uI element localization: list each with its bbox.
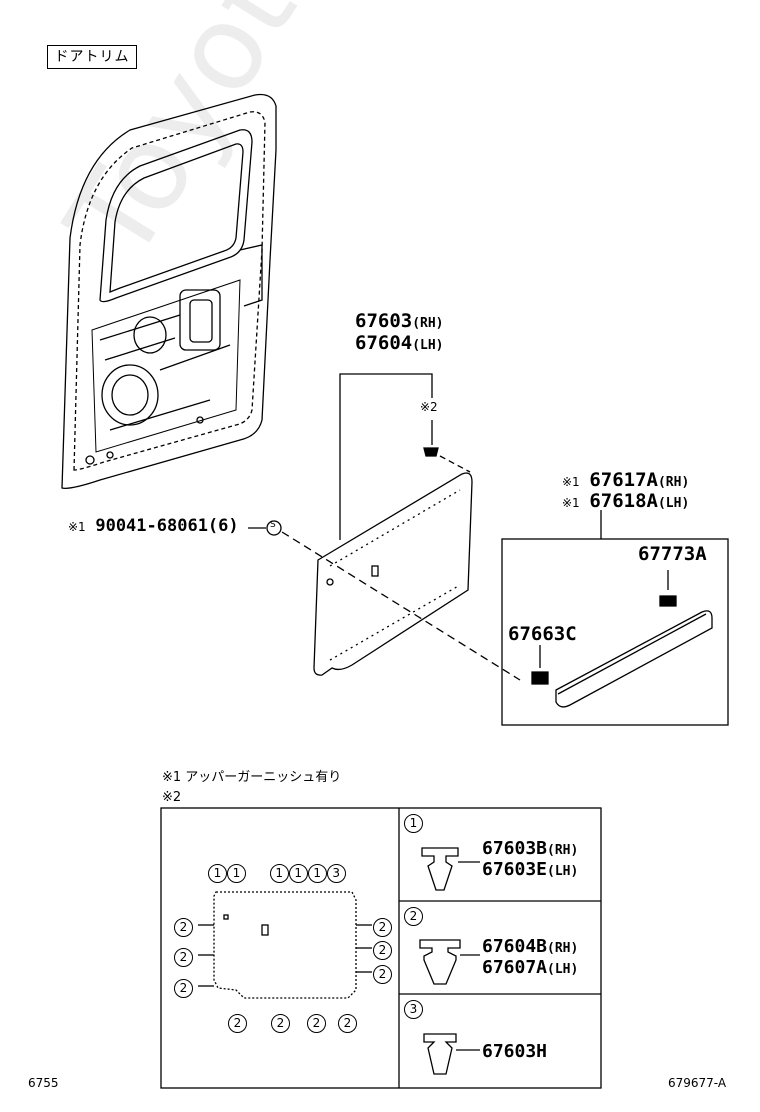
- door-window: [99, 129, 253, 303]
- door-frame: [61, 93, 277, 489]
- callout: 1: [227, 864, 246, 883]
- right-callout: 2: [373, 916, 392, 937]
- legend-part-1-lh: 67603E(LH): [482, 859, 579, 880]
- legend-num-3: 3: [404, 998, 423, 1019]
- screw-symbol: S: [270, 520, 276, 530]
- legend-part-3: 67603H: [482, 1041, 548, 1062]
- bottom-callout: 2: [307, 1012, 326, 1033]
- bottom-callout: 2: [228, 1012, 247, 1033]
- garnish-part-rh: ※1 67617A(RH): [562, 469, 690, 491]
- legend-num-2: 2: [404, 905, 423, 926]
- clip-icon-2: [419, 939, 461, 985]
- screw-label: ※1 90041-68061(6): [68, 516, 239, 536]
- footer-page-code: 6755: [28, 1076, 59, 1090]
- bottom-callout: 2: [338, 1012, 357, 1033]
- garnish-part-lh: ※1 67618A(LH): [562, 490, 690, 512]
- right-callout: 2: [373, 963, 392, 984]
- left-callout: 2: [174, 916, 193, 937]
- trim-board: [313, 472, 473, 676]
- trim-part-rh: 67603(RH): [355, 310, 444, 332]
- note-upper-garnish: ※1 アッパーガーニッシュ有り: [162, 770, 342, 785]
- footer-figure-code: 679677-A: [668, 1076, 727, 1090]
- legend-part-1-rh: 67603B(RH): [482, 838, 579, 859]
- clip-icon-3: [423, 1033, 457, 1075]
- clip-c-label: 67663C: [508, 623, 577, 645]
- callout: 1: [208, 864, 227, 883]
- legend-part-2-lh: 67607A(LH): [482, 957, 579, 978]
- left-callout: 2: [174, 946, 193, 967]
- trim-part-lh: 67604(LH): [355, 332, 444, 354]
- legend-part-2-rh: 67604B(RH): [482, 936, 579, 957]
- callout: 1: [307, 864, 327, 883]
- clip-a-label: 67773A: [638, 543, 707, 565]
- left-callout: 2: [174, 977, 193, 998]
- clip-icon-1: [421, 847, 459, 891]
- clip-ref-mark: ※2: [420, 400, 438, 414]
- garnish-bar: [555, 610, 713, 708]
- legend-table: [160, 807, 602, 1089]
- mini-board: [213, 891, 357, 999]
- bottom-callout: 2: [271, 1012, 290, 1033]
- garnish-box: [501, 538, 729, 726]
- callout: 1: [269, 864, 289, 883]
- callout: 3: [326, 864, 346, 883]
- right-callout: 2: [373, 939, 392, 960]
- section-title: ドアトリム: [47, 45, 137, 69]
- note-clip-ref: ※2: [162, 790, 182, 805]
- legend-num-1: 1: [404, 812, 423, 833]
- callout: 1: [288, 864, 308, 883]
